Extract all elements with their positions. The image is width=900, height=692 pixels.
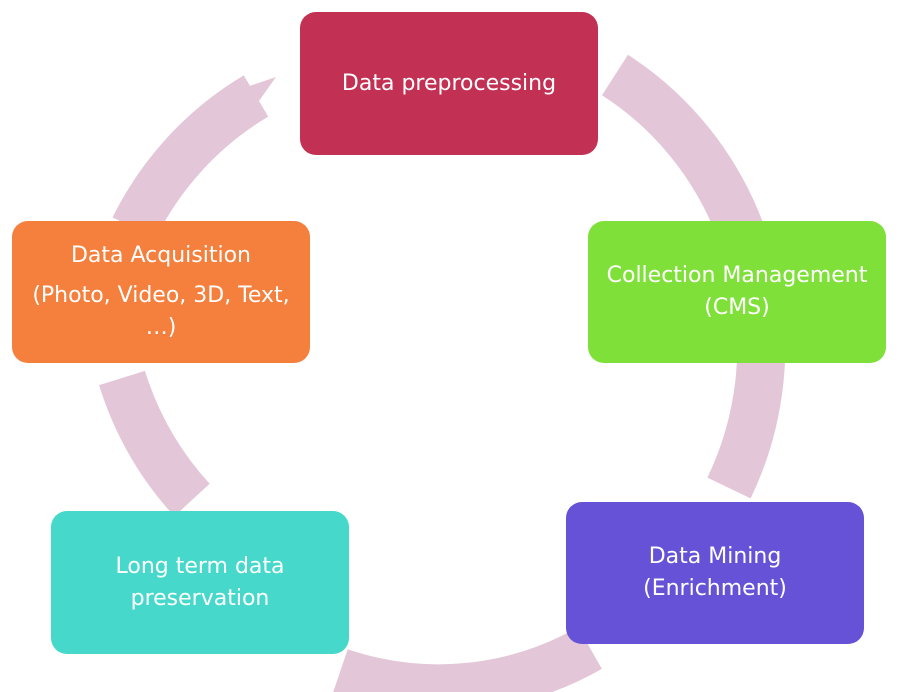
node-data-mining: Data Mining (Enrichment) xyxy=(566,502,864,644)
node-label-line: (CMS) xyxy=(704,295,770,320)
node-label-line: …) xyxy=(145,315,177,340)
node-label-line: Data Acquisition xyxy=(70,243,252,268)
node-label-line: Data preprocessing xyxy=(341,70,557,96)
node-collection-management: Collection Management (CMS) xyxy=(588,221,886,363)
node-data-preprocessing: Data preprocessing xyxy=(300,12,598,155)
cycle-arrowhead xyxy=(220,77,276,122)
node-label-line: (Enrichment) xyxy=(643,576,787,601)
node-long-term-preservation: Long term data preservation xyxy=(51,511,349,654)
node-label-line: Collection Management xyxy=(606,263,868,288)
node-label-line: (Photo, Video, 3D, Text, xyxy=(32,283,290,308)
node-data-acquisition: Data Acquisition (Photo, Video, 3D, Text… xyxy=(12,221,310,363)
node-label-line: Data Mining xyxy=(648,544,782,569)
node-label-line: Long term data xyxy=(115,553,285,579)
node-label-line: preservation xyxy=(130,585,270,611)
